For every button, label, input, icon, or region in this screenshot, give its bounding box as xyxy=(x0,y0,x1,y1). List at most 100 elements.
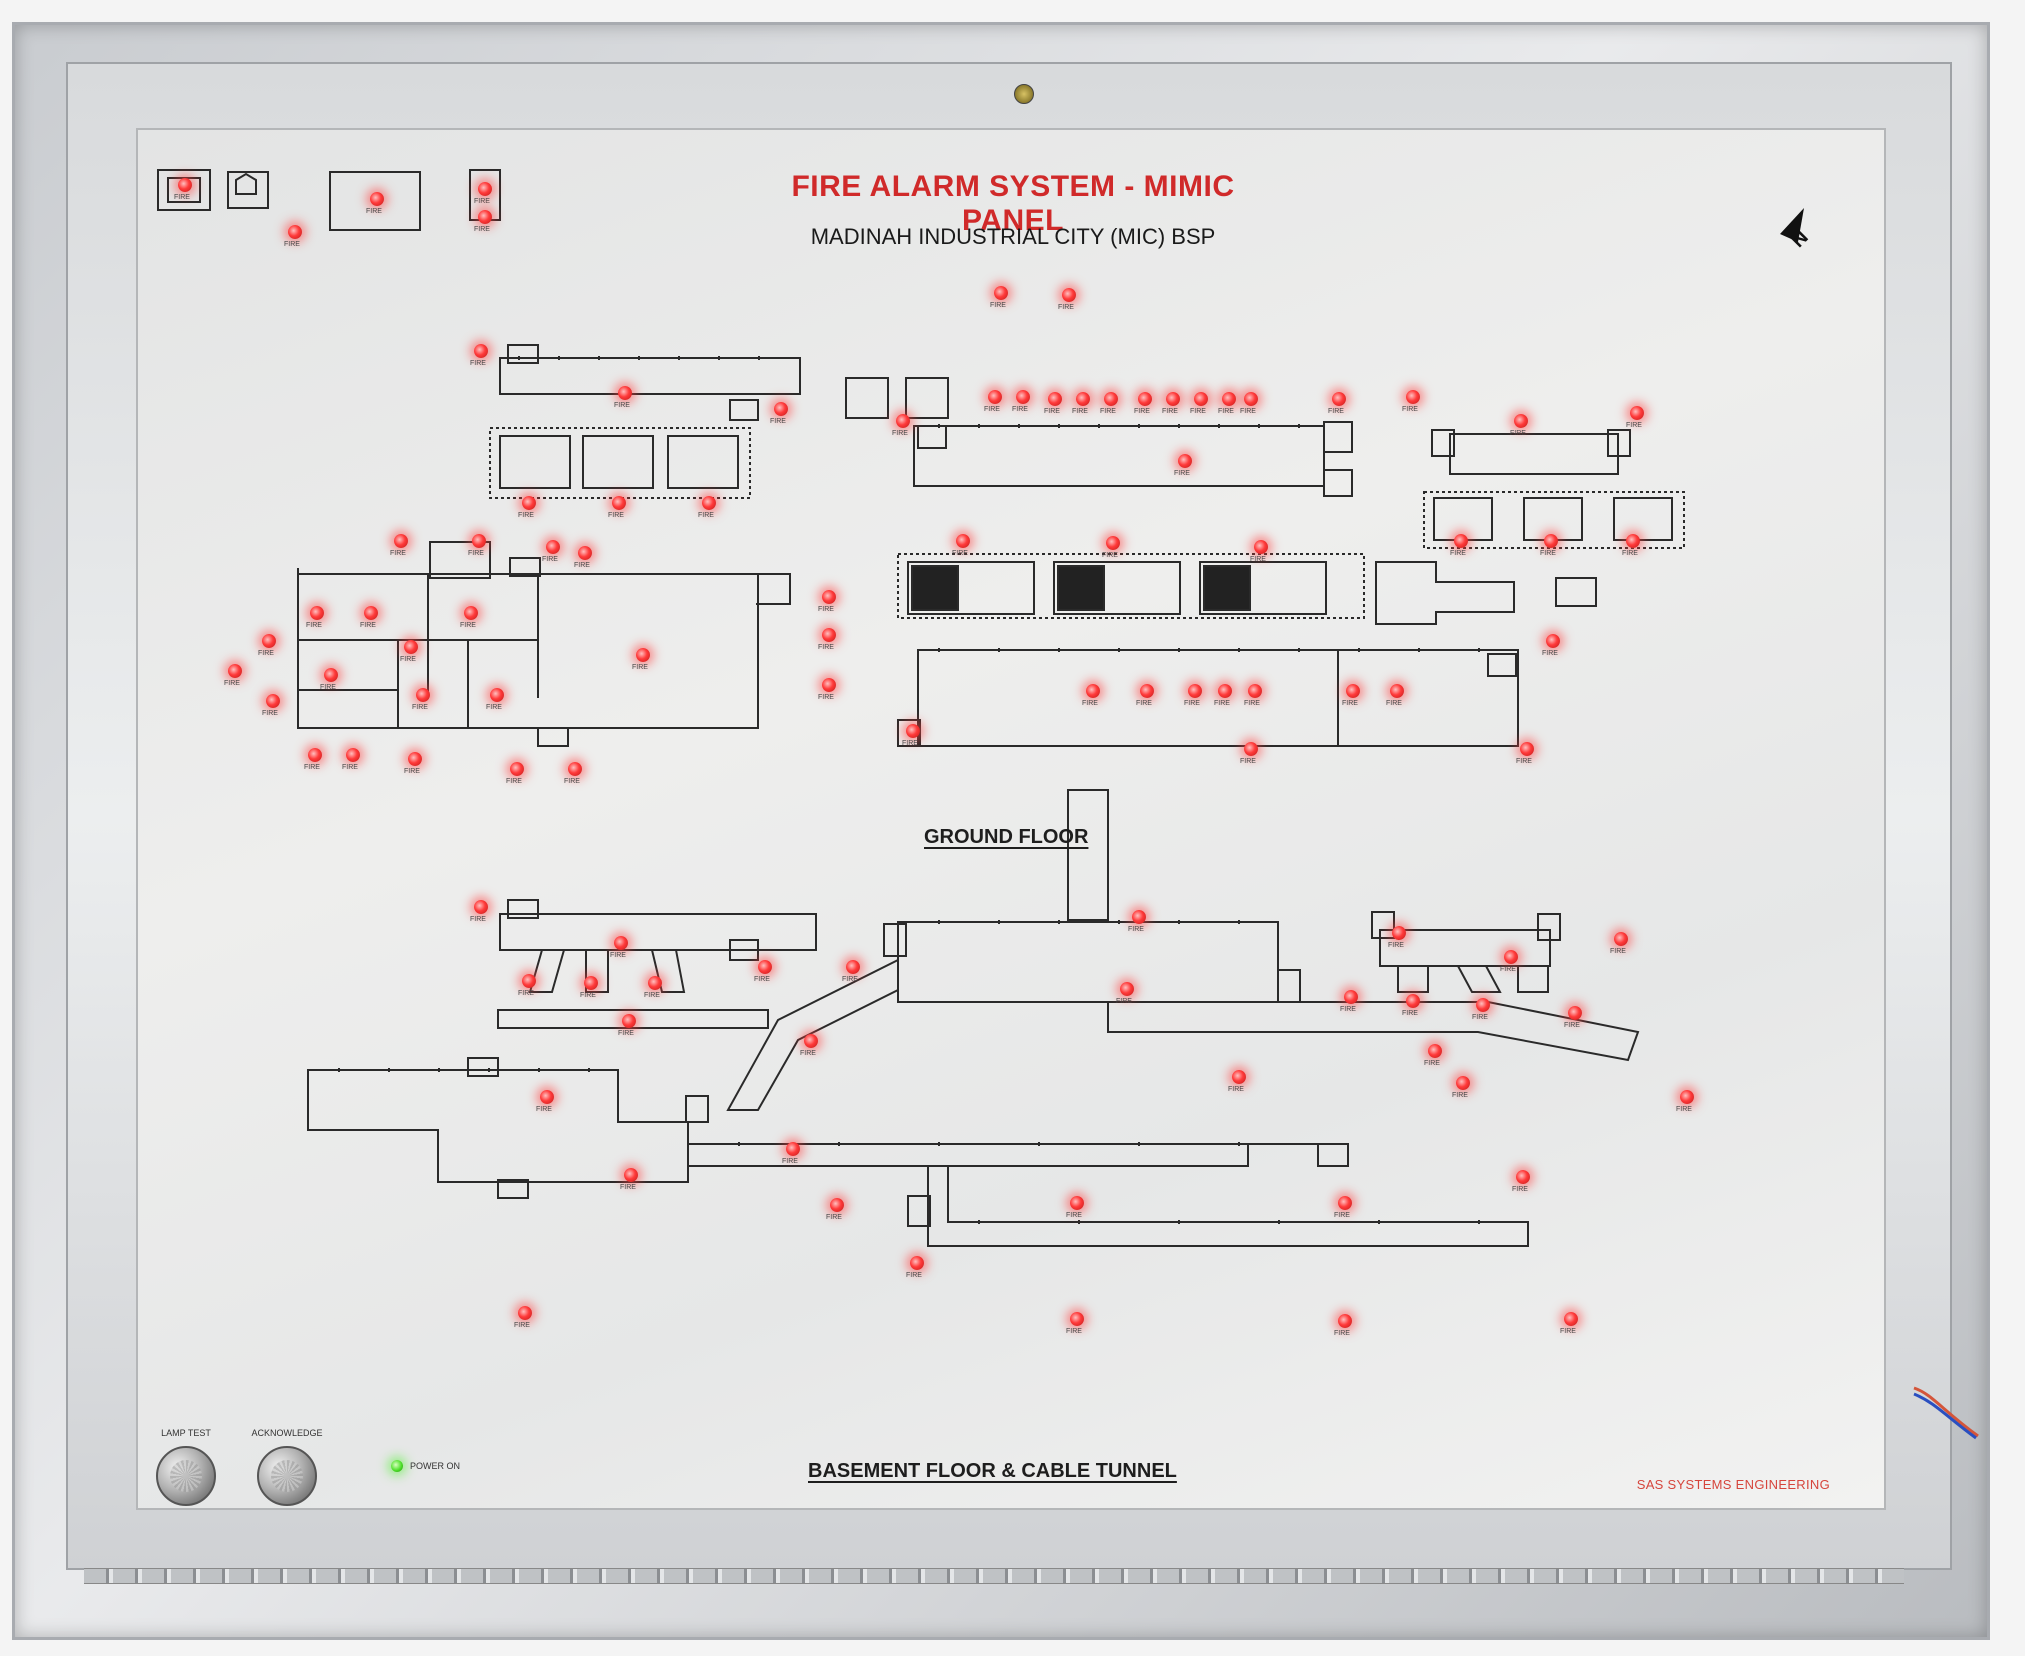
fire-led-caption: FIRE xyxy=(1082,700,1098,707)
door-lock-icon[interactable] xyxy=(1014,84,1034,104)
fire-led: FIRE xyxy=(1328,392,1346,415)
fire-led: FIRE xyxy=(366,192,384,215)
company-name: SAS SYSTEMS ENGINEERING xyxy=(1636,1477,1830,1492)
fire-led: FIRE xyxy=(1228,1070,1246,1093)
fire-led-caption: FIRE xyxy=(906,1272,922,1279)
fire-led-caption: FIRE xyxy=(1240,408,1256,415)
fire-led: FIRE xyxy=(1452,1076,1470,1099)
fire-led-caption: FIRE xyxy=(518,512,534,519)
fire-led: FIRE xyxy=(258,634,276,657)
fire-led: FIRE xyxy=(782,1142,800,1165)
fire-led-caption: FIRE xyxy=(306,622,322,629)
fire-led-caption: FIRE xyxy=(404,768,420,775)
fire-led-caption: FIRE xyxy=(1162,408,1178,415)
fire-led-caption: FIRE xyxy=(892,430,908,437)
fire-led: FIRE xyxy=(818,678,836,701)
fire-led: FIRE xyxy=(1082,684,1100,707)
fire-led-caption: FIRE xyxy=(1116,998,1132,1005)
fire-led: FIRE xyxy=(486,688,504,711)
fire-led-caption: FIRE xyxy=(1218,408,1234,415)
fire-led: FIRE xyxy=(1424,1044,1442,1067)
fire-led-caption: FIRE xyxy=(470,360,486,367)
fire-led: FIRE xyxy=(1134,392,1152,415)
fire-led: FIRE xyxy=(1472,998,1490,1021)
fire-led: FIRE xyxy=(1250,540,1268,563)
fire-led: FIRE xyxy=(542,540,560,563)
fire-led: FIRE xyxy=(984,390,1002,413)
fire-led-caption: FIRE xyxy=(618,1030,634,1037)
acknowledge-button[interactable] xyxy=(257,1446,317,1506)
fire-led-caption: FIRE xyxy=(224,680,240,687)
panel-subtitle: MADINAH INDUSTRIAL CITY (MIC) BSP xyxy=(810,224,1216,249)
fire-led: FIRE xyxy=(1610,932,1628,955)
fire-led: FIRE xyxy=(1136,684,1154,707)
cable-wire xyxy=(1913,1386,1979,1440)
fire-led: FIRE xyxy=(1244,684,1262,707)
fire-led: FIRE xyxy=(518,496,536,519)
fire-led: FIRE xyxy=(1044,392,1062,415)
fire-led-caption: FIRE xyxy=(1190,408,1206,415)
fire-led: FIRE xyxy=(1542,634,1560,657)
fire-led: FIRE xyxy=(470,344,488,367)
fire-led-caption: FIRE xyxy=(1610,948,1626,955)
fire-led-caption: FIRE xyxy=(990,302,1006,309)
fire-led-caption: FIRE xyxy=(474,198,490,205)
fire-led: FIRE xyxy=(1676,1090,1694,1113)
fire-led: FIRE xyxy=(304,748,322,771)
fire-led-caption: FIRE xyxy=(1342,700,1358,707)
fire-led: FIRE xyxy=(174,178,192,201)
fire-led-caption: FIRE xyxy=(506,778,522,785)
basement-floor-label: BASEMENT FLOOR & CABLE TUNNEL xyxy=(808,1460,1177,1482)
fire-led: FIRE xyxy=(468,534,486,557)
fire-led-caption: FIRE xyxy=(818,644,834,651)
fire-led: FIRE xyxy=(320,668,338,691)
fire-led: FIRE xyxy=(342,748,360,771)
acknowledge-control: ACKNOWLEDGE xyxy=(242,1428,332,1506)
fire-led-caption: FIRE xyxy=(342,764,358,771)
fire-led-caption: FIRE xyxy=(1100,408,1116,415)
fire-led-caption: FIRE xyxy=(1516,758,1532,765)
fire-led: FIRE xyxy=(262,694,280,717)
fire-led: FIRE xyxy=(412,688,430,711)
fire-led: FIRE xyxy=(754,960,772,983)
fire-led: FIRE xyxy=(1500,950,1518,973)
fire-led: FIRE xyxy=(902,724,920,747)
fire-led: FIRE xyxy=(990,286,1008,309)
fire-led: FIRE xyxy=(1540,534,1558,557)
fire-led-caption: FIRE xyxy=(262,710,278,717)
fire-led: FIRE xyxy=(632,648,650,671)
fire-led: FIRE xyxy=(1174,454,1192,477)
fire-led: FIRE xyxy=(1516,742,1534,765)
fire-led: FIRE xyxy=(506,762,524,785)
fire-led-caption: FIRE xyxy=(1388,942,1404,949)
fire-led: FIRE xyxy=(1240,742,1258,765)
fire-led-caption: FIRE xyxy=(952,550,968,557)
fire-led-caption: FIRE xyxy=(1250,556,1266,563)
fire-led: FIRE xyxy=(1564,1006,1582,1029)
fire-led-caption: FIRE xyxy=(542,556,558,563)
fire-led: FIRE xyxy=(952,534,970,557)
fire-led-caption: FIRE xyxy=(608,512,624,519)
fire-led: FIRE xyxy=(536,1090,554,1113)
fire-led-caption: FIRE xyxy=(1626,422,1642,429)
fire-led-caption: FIRE xyxy=(580,992,596,999)
fire-led-caption: FIRE xyxy=(1174,470,1190,477)
fire-led-caption: FIRE xyxy=(574,562,590,569)
fire-led: FIRE xyxy=(800,1034,818,1057)
fire-led: FIRE xyxy=(618,1014,636,1037)
fire-led: FIRE xyxy=(892,414,910,437)
fire-led-caption: FIRE xyxy=(470,916,486,923)
fire-led: FIRE xyxy=(614,386,632,409)
door-hinge xyxy=(84,1568,1904,1584)
fire-led-caption: FIRE xyxy=(1058,304,1074,311)
fire-led: FIRE xyxy=(698,496,716,519)
fire-led-caption: FIRE xyxy=(1450,550,1466,557)
power-indicator-led xyxy=(391,1460,403,1472)
fire-led: FIRE xyxy=(1334,1196,1352,1219)
lamp-test-button[interactable] xyxy=(156,1446,216,1506)
fire-led: FIRE xyxy=(574,546,592,569)
fire-led: FIRE xyxy=(360,606,378,629)
fire-led-caption: FIRE xyxy=(366,208,382,215)
fire-led: FIRE xyxy=(620,1168,638,1191)
fire-led-caption: FIRE xyxy=(620,1184,636,1191)
